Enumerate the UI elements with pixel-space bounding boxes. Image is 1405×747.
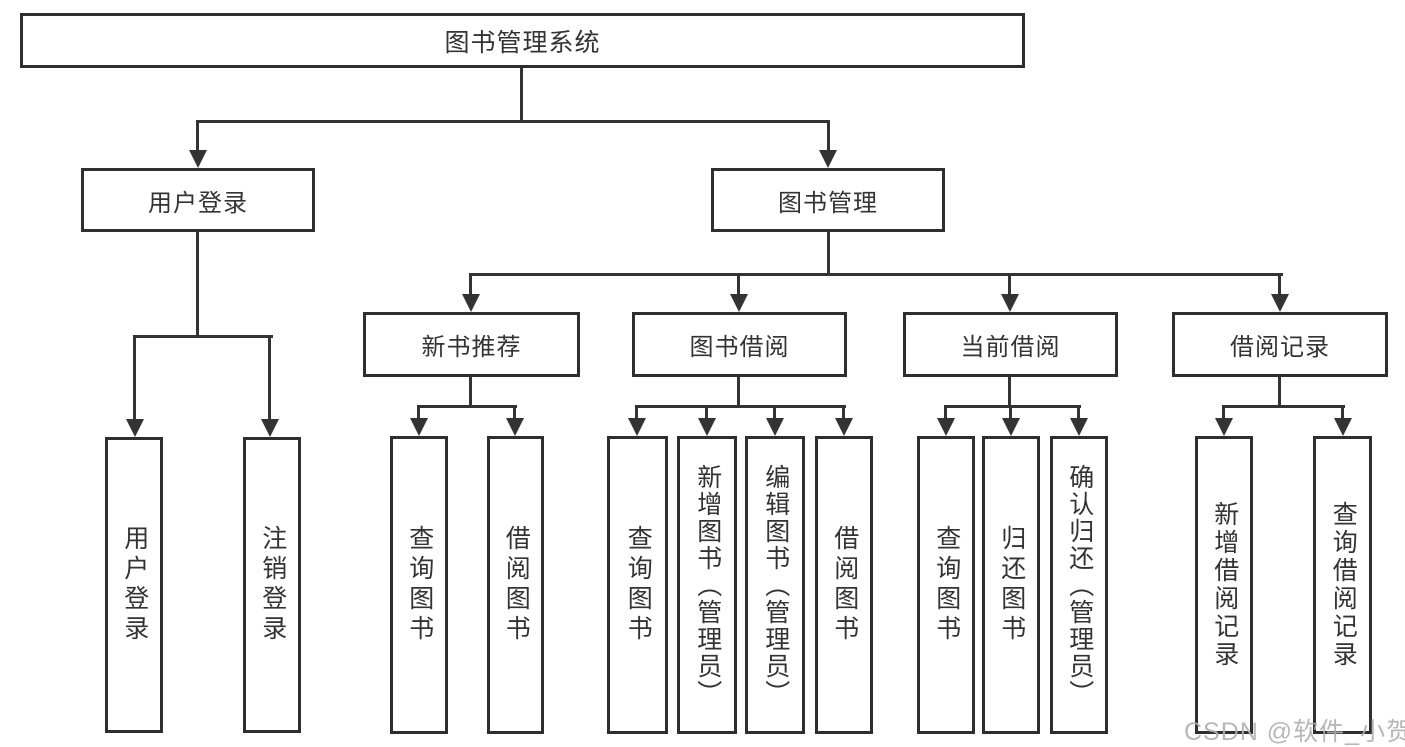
arrowhead-cb-return [1002, 418, 1020, 436]
connector-cb-down [1008, 377, 1011, 407]
leaf-cb-confirm-return-admin: 确认归还（管理员） [1050, 436, 1108, 734]
arrowhead-user-login [189, 150, 207, 168]
connector-l3-stem-2 [737, 273, 740, 296]
node-book-borrow: 图书借阅 [632, 312, 847, 377]
connector-nb-bar [417, 405, 517, 408]
arrowhead-nb-borrow [506, 418, 524, 436]
arrowhead-borrow-records [1271, 294, 1289, 312]
leaf-bb-query-books: 查询图书 [607, 436, 668, 734]
leaf-cb-query-books: 查询图书 [917, 436, 975, 734]
connector-root-stem [520, 68, 523, 120]
leaf-bb-borrow-books: 借阅图书 [815, 436, 873, 734]
connector-user-login-stem [196, 120, 199, 152]
arrowhead-nb-query [410, 418, 428, 436]
connector-br-down [1278, 377, 1281, 407]
arrowhead-book-borrow [730, 294, 748, 312]
arrowhead-logout [261, 419, 279, 437]
connector-l3-stem-3 [1008, 273, 1011, 296]
leaf-br-add-record: 新增借阅记录 [1195, 436, 1253, 734]
connector-bb-stem-4 [842, 405, 845, 418]
node-current-borrow: 当前借阅 [903, 312, 1118, 377]
connector-nb-down [469, 377, 472, 407]
arrowhead-new-books [462, 294, 480, 312]
node-borrow-records: 借阅记录 [1172, 312, 1388, 377]
leaf-bb-add-books-admin: 新增图书（管理员） [677, 436, 737, 734]
arrowhead-bb-borrow [835, 418, 853, 436]
connector-book-mgmt-stem [827, 120, 830, 152]
leaf-logout: 注销登录 [243, 437, 301, 733]
leaf-nb-borrow-books: 借阅图书 [487, 436, 544, 734]
arrowhead-book-mgmt [819, 150, 837, 168]
connector-cb-stem-1 [944, 405, 947, 418]
connector-bb-bar [635, 405, 846, 408]
connector-bb-stem-2 [705, 405, 708, 418]
connector-cb-bar [944, 405, 1081, 408]
connector-bb-down [737, 377, 740, 407]
leaf-user-login: 用户登录 [105, 437, 163, 733]
leaf-cb-return-books: 归还图书 [982, 436, 1040, 734]
node-user-login: 用户登录 [81, 168, 315, 232]
connector-ul-stem-2 [268, 335, 271, 419]
connector-br-bar [1222, 405, 1345, 408]
connector-nb-stem-1 [417, 405, 420, 418]
connector-ul-bar [133, 335, 273, 338]
node-system-root: 图书管理系统 [20, 13, 1025, 68]
connector-l3-stem-1 [469, 273, 472, 296]
arrowhead-current-borrow [1001, 294, 1019, 312]
arrowhead-cb-query [937, 418, 955, 436]
arrowhead-bb-query [628, 418, 646, 436]
connector-level2-bar [196, 120, 830, 123]
leaf-br-query-record: 查询借阅记录 [1313, 436, 1372, 734]
leaf-nb-query-books: 查询图书 [390, 436, 448, 734]
arrowhead-bb-add [698, 418, 716, 436]
connector-cb-stem-3 [1077, 405, 1080, 418]
connector-bm-down [827, 232, 830, 276]
connector-bb-stem-3 [773, 405, 776, 418]
arrowhead-login [126, 419, 144, 437]
arrowhead-br-add [1215, 418, 1233, 436]
connector-ul-down [196, 232, 199, 338]
connector-br-stem-1 [1222, 405, 1225, 418]
connector-bb-stem-1 [635, 405, 638, 418]
csdn-watermark: CSDN @软件_小贺同学 [1184, 718, 1405, 746]
node-new-book-recommend: 新书推荐 [363, 312, 580, 377]
connector-l3-stem-4 [1278, 273, 1281, 296]
node-book-management: 图书管理 [711, 168, 945, 232]
connector-nb-stem-2 [513, 405, 516, 418]
arrowhead-br-query [1334, 418, 1352, 436]
connector-cb-stem-2 [1009, 405, 1012, 418]
connector-level3-bar [469, 273, 1283, 276]
connector-ul-stem-1 [133, 335, 136, 419]
arrowhead-cb-confirm [1070, 418, 1088, 436]
leaf-bb-edit-books-admin: 编辑图书（管理员） [745, 436, 805, 734]
connector-br-stem-2 [1341, 405, 1344, 418]
arrowhead-bb-edit [766, 418, 784, 436]
